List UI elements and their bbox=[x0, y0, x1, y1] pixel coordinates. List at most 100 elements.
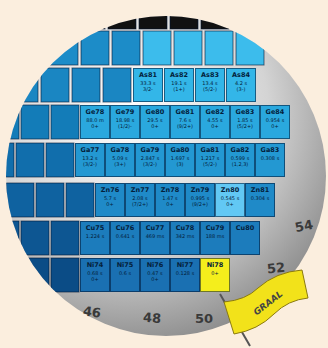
nuclide-cell: Ge840.954 s0+ bbox=[260, 105, 290, 139]
nuclide-property: 88.0 m bbox=[81, 117, 109, 123]
chart-cell bbox=[0, 143, 14, 177]
nuclide-property: (5/2-) bbox=[196, 86, 224, 92]
nuclide-property: 18.98 s bbox=[111, 117, 139, 123]
chart-cell bbox=[6, 183, 34, 217]
nuclide-property: 0+ bbox=[201, 270, 229, 276]
chart-cell bbox=[108, 0, 136, 29]
nuclide-cell: Ga7713.2 s(3/2-) bbox=[75, 143, 105, 177]
nuclide-cell: Zn765.7 s0+ bbox=[95, 183, 125, 217]
chart-cell bbox=[0, 31, 16, 65]
nuclide-cell: Cu78342 ms bbox=[170, 221, 200, 255]
nuclide-property: (3/2-) bbox=[76, 161, 104, 167]
nuclide-property: 0.128 s bbox=[171, 270, 199, 276]
nuclide-name: Ge80 bbox=[141, 109, 169, 117]
nuclide-name: Ni77 bbox=[171, 262, 199, 270]
nuclide-name: Ni74 bbox=[81, 262, 109, 270]
chart-cell bbox=[21, 258, 49, 292]
nuclide-property: 5.09 s bbox=[106, 155, 134, 161]
chart-cell bbox=[0, 221, 19, 255]
nuclide-cell: As844.2 s(3-) bbox=[226, 68, 256, 102]
nuclide-cell: Cu751.224 s bbox=[80, 221, 110, 255]
nuclide-name: Zn77 bbox=[126, 187, 154, 195]
nuclide-name: Ni76 bbox=[141, 262, 169, 270]
nuclide-property: (5/2+) bbox=[231, 123, 259, 129]
nuclide-cell: Zn772.08 s(7/2+) bbox=[125, 183, 155, 217]
nuclide-property: 0+ bbox=[261, 123, 289, 129]
nuclide-property: 1.697 s bbox=[166, 155, 194, 161]
nuclide-property: (9/2+) bbox=[186, 201, 214, 207]
nuclide-property: 1.47 s bbox=[156, 195, 184, 201]
nuclide-property: 0.954 s bbox=[261, 117, 289, 123]
chart-cell bbox=[174, 31, 202, 65]
nuclide-property: 1.224 s bbox=[81, 233, 109, 239]
nuclide-name: Ga82 bbox=[226, 147, 254, 155]
nuclide-property: 29.5 s bbox=[141, 117, 169, 123]
nuclide-name: Zn78 bbox=[156, 187, 184, 195]
nuclide-cell: As8133.3 s3/2- bbox=[133, 68, 163, 102]
chart-cell bbox=[201, 0, 229, 29]
nuclide-property: 0.995 s bbox=[186, 195, 214, 201]
chart-cell bbox=[46, 0, 74, 29]
nuclide-name: Cu78 bbox=[171, 225, 199, 233]
nuclide-name: Ge81 bbox=[171, 109, 199, 117]
nuclide-name: Ge83 bbox=[231, 109, 259, 117]
nuclide-property: 5.7 s bbox=[96, 195, 124, 201]
nuclide-name: Cu77 bbox=[141, 225, 169, 233]
chart-cell bbox=[112, 31, 140, 65]
nuclide-name: Zn76 bbox=[96, 187, 124, 195]
nuclide-name: Zn79 bbox=[186, 187, 214, 195]
chart-cell bbox=[170, 0, 198, 29]
nuclide-property: 4.2 s bbox=[227, 80, 255, 86]
nuclide-name: Ge82 bbox=[201, 109, 229, 117]
nuclide-name: As83 bbox=[196, 72, 224, 80]
sphere bbox=[6, 16, 326, 336]
nuclide-cell: Ge817.6 s(9/2+) bbox=[170, 105, 200, 139]
axis-number: 46 bbox=[82, 303, 102, 320]
nuclide-cell: Zn800.545 s0+ bbox=[215, 183, 245, 217]
nuclide-property: 0+ bbox=[216, 201, 244, 207]
chart-cell bbox=[16, 143, 44, 177]
flag-text: GRAAL bbox=[252, 289, 285, 318]
nuclide-property: 0+ bbox=[141, 123, 169, 129]
chart-cell bbox=[139, 0, 167, 29]
nuclide-property: (5/2-) bbox=[196, 161, 224, 167]
chart-cell bbox=[0, 258, 19, 292]
nuclide-property: (9/2+) bbox=[171, 123, 199, 129]
nuclide-cell: Ga792.847 s(3/2-) bbox=[135, 143, 165, 177]
nuclide-cell: Ge7888.0 m0+ bbox=[80, 105, 110, 139]
chart-cell bbox=[72, 68, 100, 102]
nuclide-property: 1.85 s bbox=[231, 117, 259, 123]
nuclide-property: (3) bbox=[166, 161, 194, 167]
chart-cell bbox=[205, 31, 233, 65]
nuclide-property: 0.641 s bbox=[111, 233, 139, 239]
chart-cell bbox=[51, 105, 79, 139]
nuclide-property: 0+ bbox=[96, 201, 124, 207]
nuclide-name: As82 bbox=[165, 72, 193, 80]
nuclide-name: Ga79 bbox=[136, 147, 164, 155]
nuclide-cell: Ni780+ bbox=[200, 258, 230, 292]
chart-cell bbox=[0, 0, 12, 29]
chart-cell bbox=[51, 221, 79, 255]
nuclide-name: Zn81 bbox=[246, 187, 274, 195]
chart-cell bbox=[41, 68, 69, 102]
nuclide-property: 2.08 s bbox=[126, 195, 154, 201]
nuclide-cell: Ga801.697 s(3) bbox=[165, 143, 195, 177]
nuclide-cell: Ga811.217 s(5/2-) bbox=[195, 143, 225, 177]
nuclide-cell: Ga820.599 s(1,2,3) bbox=[225, 143, 255, 177]
nuclide-property: 0.6 s bbox=[111, 270, 139, 276]
flag bbox=[224, 270, 308, 334]
nuclide-name: Ga83 bbox=[256, 147, 284, 155]
nuclide-cell: Ga830.308 s bbox=[255, 143, 285, 177]
nuclide-property: 0.68 s bbox=[81, 270, 109, 276]
nuclide-property: (3-) bbox=[227, 86, 255, 92]
nuclide-property: 4.55 s bbox=[201, 117, 229, 123]
chart-cell bbox=[103, 68, 131, 102]
nuclide-property: 469 ms bbox=[141, 233, 169, 239]
nuclide-cell: Ni740.68 s0+ bbox=[80, 258, 110, 292]
nuclide-name: Ni75 bbox=[111, 262, 139, 270]
nuclide-property: (1,2,3) bbox=[226, 161, 254, 167]
nuclide-property: 0+ bbox=[156, 201, 184, 207]
nuclide-property: 0+ bbox=[81, 123, 109, 129]
nuclide-cell: Ga785.09 s(3+) bbox=[105, 143, 135, 177]
nuclide-name: Cu80 bbox=[231, 225, 259, 233]
